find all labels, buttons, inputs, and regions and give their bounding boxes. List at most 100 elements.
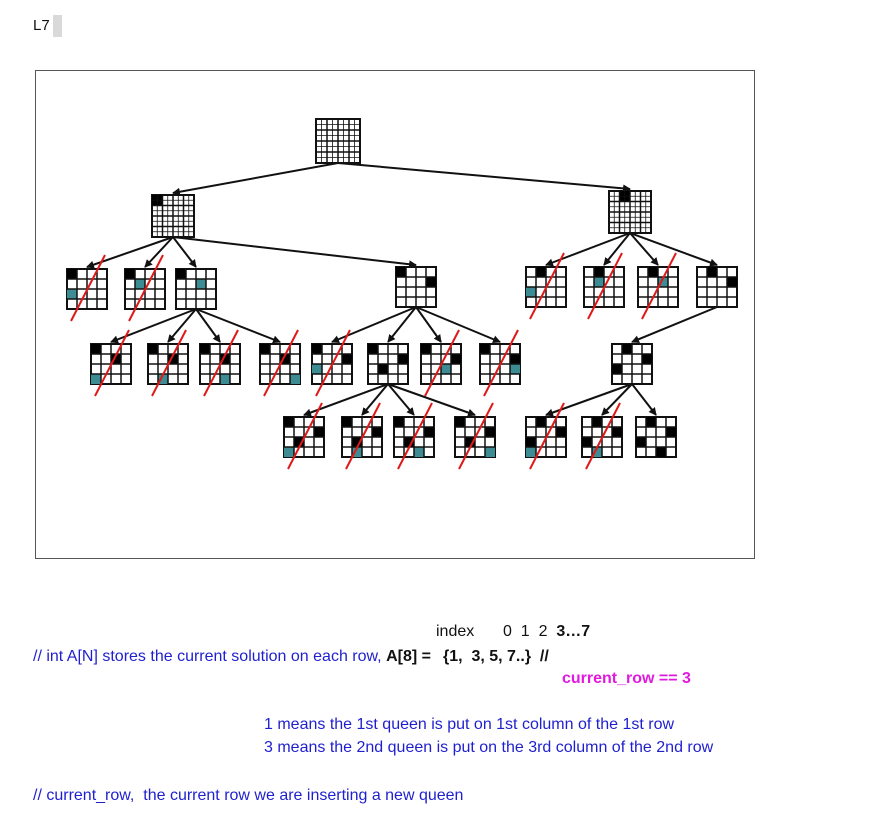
queen-cell xyxy=(260,344,270,354)
array-comment-line: // int A[N] stores the current solution … xyxy=(33,648,549,666)
tree-edge xyxy=(629,232,718,267)
queen-cell xyxy=(510,354,520,364)
board-node-n7 xyxy=(637,252,679,320)
board-node-m3 xyxy=(199,329,241,397)
pruned-strike xyxy=(70,254,106,322)
queen-cell xyxy=(148,344,158,354)
board-node-L1b xyxy=(608,190,652,234)
text-cursor xyxy=(53,15,62,37)
queen-cell xyxy=(342,354,352,364)
board-node-k4 xyxy=(454,402,496,470)
tree-edge xyxy=(631,306,718,344)
queen-cell xyxy=(284,417,294,427)
conflict-cell xyxy=(594,277,604,287)
pruned-strike xyxy=(529,252,565,320)
conflict-cell xyxy=(135,279,145,289)
queen-cell xyxy=(612,427,622,437)
tree-edge xyxy=(601,383,633,416)
pruned-strike xyxy=(94,329,130,397)
tree-diagram xyxy=(66,118,738,470)
queen-cell xyxy=(556,427,566,437)
queen-cell xyxy=(312,344,322,354)
pruned-strike xyxy=(315,329,351,397)
board-node-L1a xyxy=(151,194,195,238)
queen-cell xyxy=(455,417,465,427)
queen-cell xyxy=(378,364,388,374)
pruned-strike xyxy=(151,329,187,397)
tree-edge xyxy=(545,383,633,417)
queen-cell xyxy=(125,269,135,279)
board-node-m1 xyxy=(90,329,132,397)
queen-cell xyxy=(394,417,404,427)
conflict-cell xyxy=(526,447,536,457)
conflict-cell xyxy=(284,447,294,457)
tree-edge xyxy=(195,308,281,344)
board-node-n2 xyxy=(124,254,166,322)
queen-cell xyxy=(451,354,461,364)
pruned-strike xyxy=(587,252,623,320)
queen-cell xyxy=(526,437,536,447)
tree-edge xyxy=(603,232,631,266)
tree-edge xyxy=(387,306,417,343)
conflict-cell xyxy=(67,289,77,299)
conflict-cell xyxy=(352,447,362,457)
queen-cell xyxy=(727,277,737,287)
tree-edge xyxy=(387,383,415,416)
board-node-n1 xyxy=(66,254,108,322)
conflict-cell xyxy=(414,447,424,457)
queen-cell xyxy=(536,417,546,427)
board-node-k1 xyxy=(283,402,325,470)
board-node-k2 xyxy=(341,402,383,470)
queen-cell xyxy=(666,427,676,437)
tree-edge xyxy=(629,232,659,266)
pruned-strike xyxy=(483,329,519,397)
queen-cell xyxy=(168,354,178,364)
tree-edge xyxy=(172,162,339,196)
index-values-bold: 3…7 xyxy=(556,623,591,640)
array-name: A[8] = xyxy=(386,648,431,665)
tree-edge xyxy=(415,306,442,343)
board-node-n6 xyxy=(583,252,625,320)
queen-cell xyxy=(536,267,546,277)
board-node-n3 xyxy=(175,268,217,310)
backtracking-tree-figure xyxy=(35,70,755,559)
queen-cell xyxy=(314,427,324,437)
tree-edge xyxy=(337,162,631,193)
explanation-line-1: 1 means the 1st queen is put on 1st colu… xyxy=(264,716,675,733)
index-values: 0 1 2 3…7 xyxy=(503,623,590,641)
queen-cell xyxy=(368,344,378,354)
queen-cell xyxy=(426,277,436,287)
queen-cell xyxy=(465,437,475,447)
board-node-n8 xyxy=(696,266,738,308)
conflict-cell xyxy=(158,374,168,384)
board-node-m4 xyxy=(259,329,301,397)
queen-cell xyxy=(396,267,406,277)
queen-cell xyxy=(622,344,632,354)
pruned-strike xyxy=(263,329,299,397)
tree-edge xyxy=(415,306,501,343)
conflict-cell xyxy=(290,374,300,384)
index-values-plain: 0 1 2 xyxy=(503,623,557,640)
tree-edge xyxy=(144,236,174,268)
queen-cell xyxy=(421,344,431,354)
queen-cell xyxy=(707,267,717,277)
pruned-strike xyxy=(397,402,433,470)
conflict-cell xyxy=(312,364,322,374)
queen-cell xyxy=(656,447,666,457)
board-node-k6 xyxy=(581,402,623,470)
tree-edges xyxy=(86,162,718,417)
conflict-cell xyxy=(91,374,101,384)
conflict-cell xyxy=(510,364,520,374)
queen-cell xyxy=(200,344,210,354)
conflict-cell xyxy=(658,277,668,287)
board-node-m7 xyxy=(420,329,462,397)
board-node-n4 xyxy=(395,266,437,308)
pruned-strike xyxy=(585,402,621,470)
tree-edge xyxy=(361,383,389,416)
conflict-cell xyxy=(220,374,230,384)
pruned-strike xyxy=(458,402,494,470)
board-node-k5 xyxy=(525,402,567,470)
queen-cell xyxy=(612,364,622,374)
tree-edge xyxy=(631,383,657,416)
queen-cell xyxy=(648,267,658,277)
